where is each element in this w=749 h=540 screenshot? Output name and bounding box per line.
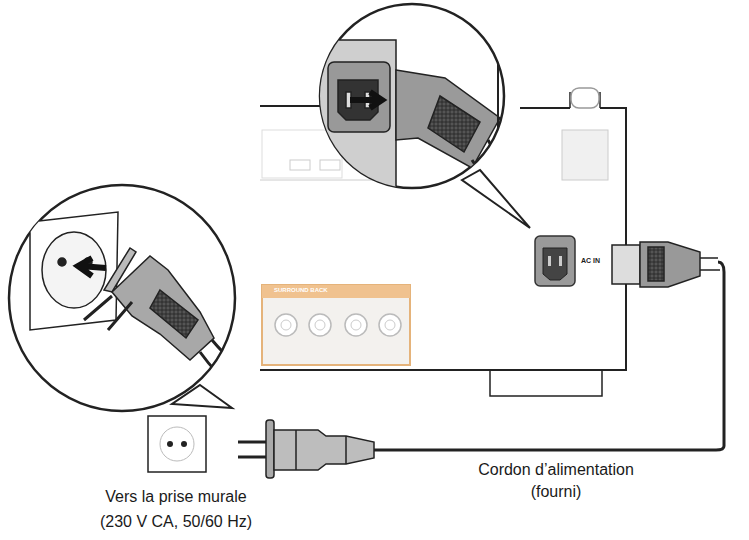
- caption-line: (230 V CA, 50/60 Hz): [100, 512, 252, 531]
- callout-top: [316, 0, 530, 240]
- caption-line: Vers la prise murale: [105, 487, 246, 506]
- ac-inlet: [535, 236, 575, 286]
- iec-plug: [612, 242, 720, 287]
- cord-label: (fourni): [531, 482, 582, 501]
- port-label: AC IN: [581, 257, 600, 265]
- panel-label: SURROUND BACK: [274, 287, 328, 294]
- wall-plug: [238, 420, 374, 478]
- cord-label: Cordon d’alimentation: [478, 460, 634, 479]
- callout-left: [9, 185, 250, 411]
- receiver-panel: [260, 88, 626, 396]
- wall-outlet: [148, 416, 206, 472]
- speaker-terminals: [262, 285, 410, 365]
- power-cord: [374, 262, 724, 450]
